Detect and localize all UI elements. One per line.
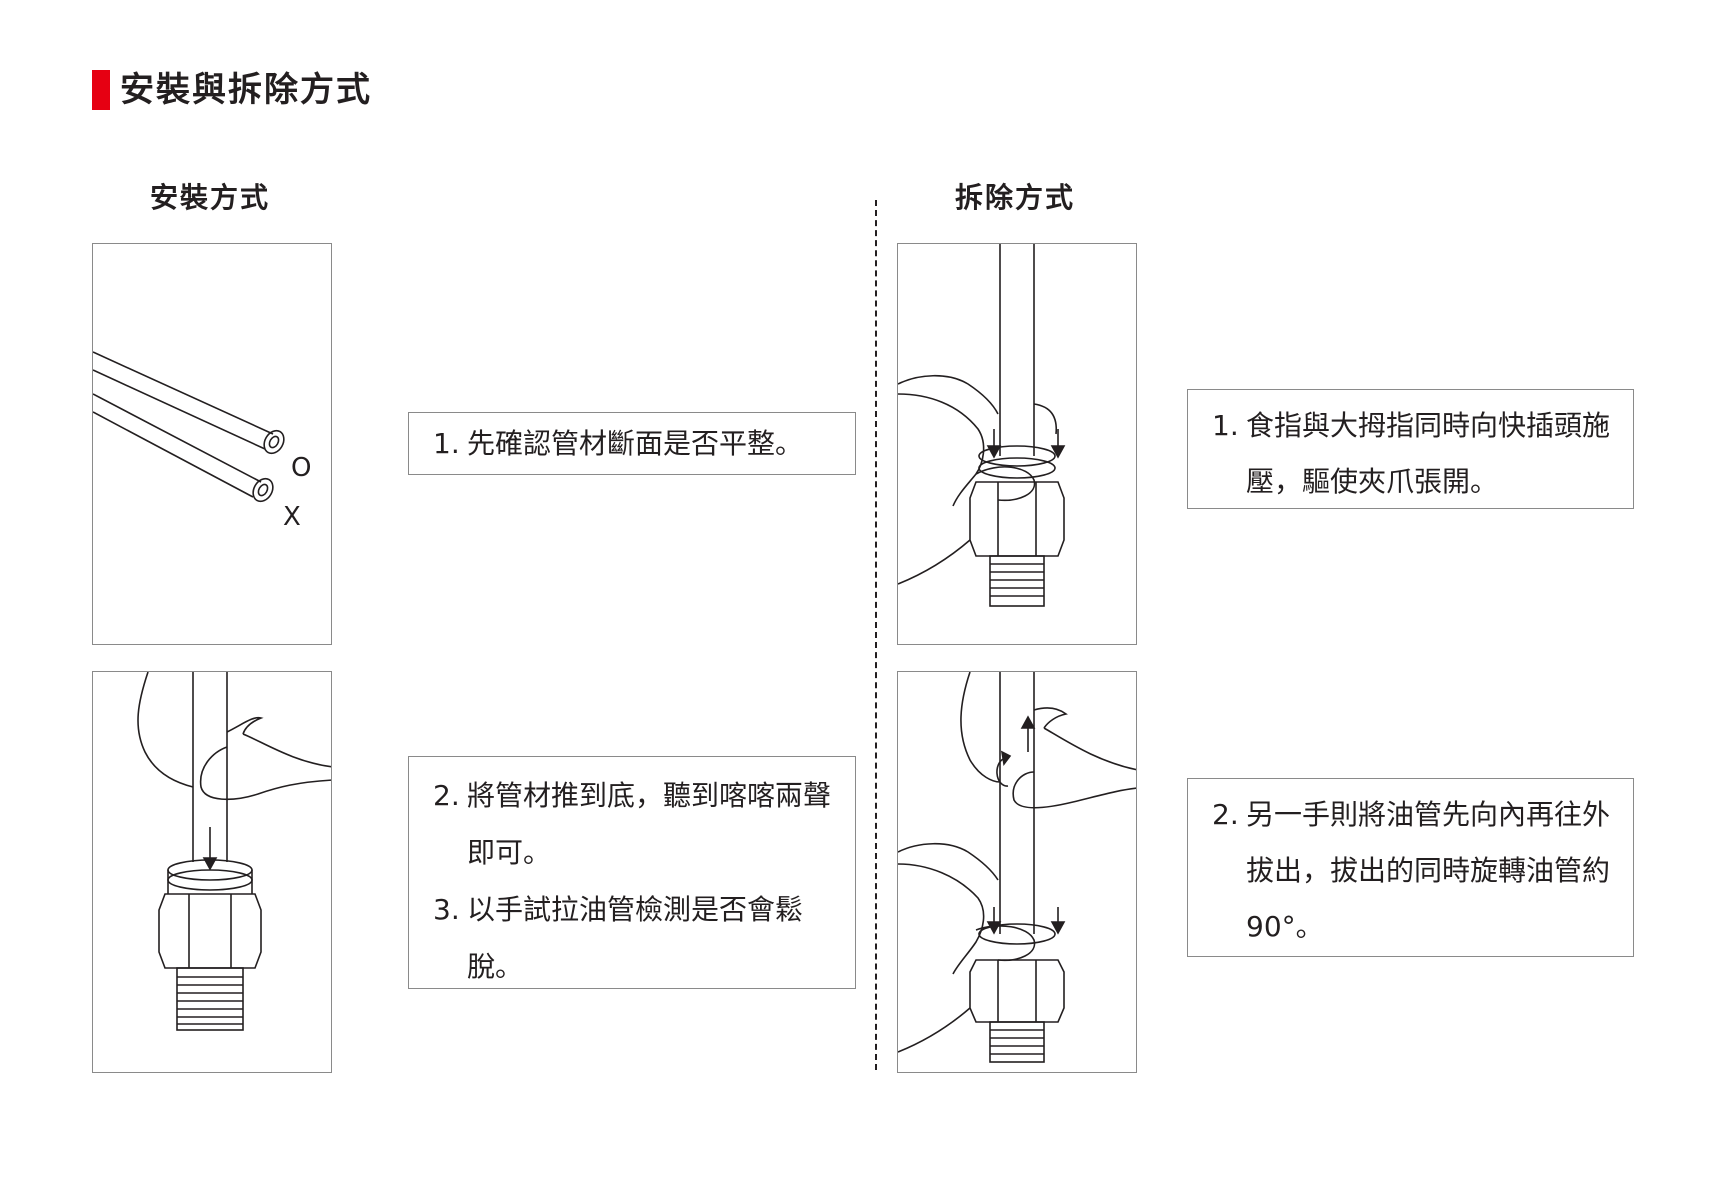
remove-heading: 拆除方式 bbox=[955, 181, 1076, 214]
install-step-1-box: 1. 先確認管材斷面是否平整。 bbox=[408, 412, 856, 475]
install-heading: 安裝方式 bbox=[150, 181, 271, 214]
remove-step-1-box: 1. 食指與大拇指同時向快插頭施壓，驅使夾爪張開。 bbox=[1187, 389, 1634, 509]
remove-step-2-num: 2. bbox=[1212, 798, 1239, 831]
tube-ends-icon: O X bbox=[93, 351, 311, 532]
remove-step-1-text: 食指與大拇指同時向快插頭施壓，驅使夾爪張開。 bbox=[1246, 409, 1611, 498]
install-step-1-text: 先確認管材斷面是否平整。 bbox=[467, 427, 804, 460]
install-step-2-num: 2. bbox=[433, 779, 460, 812]
install-step-1: 1. 先確認管材斷面是否平整。 bbox=[433, 423, 855, 465]
pull-rotate-figure bbox=[897, 671, 1137, 1073]
install-step-3-text: 以手試拉油管檢測是否會鬆脫。 bbox=[467, 893, 804, 983]
label-good: O bbox=[291, 453, 311, 483]
install-step-1-num: 1. bbox=[433, 427, 460, 460]
title-accent-bar bbox=[92, 70, 110, 110]
press-collet-icon bbox=[898, 244, 1066, 607]
tube-ends-figure: O X bbox=[92, 243, 332, 645]
section-divider bbox=[875, 200, 877, 1070]
remove-step-1: 1. 食指與大拇指同時向快插頭施壓，驅使夾爪張開。 bbox=[1212, 398, 1613, 510]
install-step-3: 3. 以手試拉油管檢測是否會鬆脫。 bbox=[433, 881, 835, 995]
press-collet-figure bbox=[897, 243, 1137, 645]
remove-step-2-box: 2. 另一手則將油管先向內再往外拔出，拔出的同時旋轉油管約90°。 bbox=[1187, 778, 1634, 957]
page-title: 安裝與拆除方式 bbox=[120, 70, 372, 110]
push-tube-icon bbox=[137, 672, 331, 1031]
remove-step-2: 2. 另一手則將油管先向內再往外拔出，拔出的同時旋轉油管約90°。 bbox=[1212, 787, 1613, 955]
pull-rotate-icon bbox=[898, 672, 1136, 1063]
remove-step-1-num: 1. bbox=[1212, 409, 1239, 442]
install-step-2: 2. 將管材推到底，聽到喀喀兩聲即可。 bbox=[433, 767, 835, 881]
push-tube-figure bbox=[92, 671, 332, 1073]
install-step-2-text: 將管材推到底，聽到喀喀兩聲即可。 bbox=[467, 779, 832, 869]
remove-step-2-text: 另一手則將油管先向內再往外拔出，拔出的同時旋轉油管約90°。 bbox=[1246, 798, 1611, 943]
install-steps-2-3-box: 2. 將管材推到底，聽到喀喀兩聲即可。 3. 以手試拉油管檢測是否會鬆脫。 bbox=[408, 756, 856, 989]
install-step-3-num: 3. bbox=[433, 893, 460, 926]
label-bad: X bbox=[283, 502, 301, 532]
